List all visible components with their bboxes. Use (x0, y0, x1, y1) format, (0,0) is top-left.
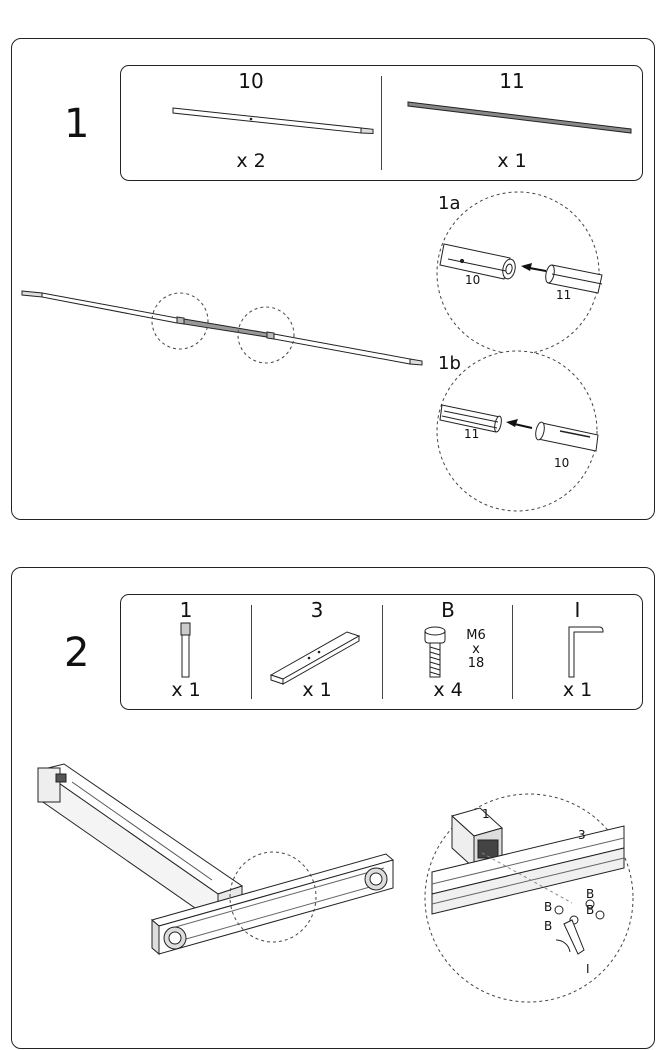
joint-highlight-1a (151, 292, 209, 350)
rod-10-drawing (172, 107, 374, 135)
part-11-qty: x 1 (497, 150, 527, 172)
parts-divider (382, 605, 383, 699)
detail-1a-part-b: 11 (556, 288, 571, 302)
leg-column-assembly (37, 763, 244, 925)
step-2-number: 2 (64, 630, 90, 676)
rod-11-drawing (407, 101, 632, 134)
part-10-cell: 10 x 2 (121, 66, 381, 180)
detail-1a-part-a: 10 (465, 273, 480, 287)
part-i-cell: I x 1 (513, 595, 642, 709)
part-1-qty: x 1 (171, 679, 201, 701)
detail-screw-label-2: B (586, 887, 594, 901)
detail-1b-part-b: 10 (554, 456, 569, 470)
part-i-id: I (574, 598, 581, 622)
detail-screw-label-4: B (544, 919, 552, 933)
assembled-rod (21, 290, 423, 366)
detail-leg-label: 1 (482, 807, 490, 821)
part-b-cell: B M6 x 18 x 4 (383, 595, 513, 709)
screw-spec-size: M6 (466, 628, 486, 643)
screw-spec-x: x (472, 642, 480, 657)
joint-highlight-1b (237, 306, 295, 364)
detail-1b-part-a: 11 (464, 427, 479, 441)
part-3-cell: 3 x 1 (252, 595, 382, 709)
step-1-panel: 1 10 x 2 11 x 1 (11, 38, 655, 520)
detail-foot-label: 3 (578, 828, 586, 842)
part-3-id: 3 (310, 598, 324, 622)
detail-wrench-label: I (586, 962, 590, 976)
step-2-parts-drawings (180, 622, 604, 685)
part-3-qty: x 1 (302, 679, 332, 701)
foot-bar-drawing (269, 631, 361, 685)
joint-highlight (229, 851, 317, 943)
detail-1b-label: 1b (438, 353, 461, 374)
step-2-panel: 2 1 x 1 3 x 1 B M6 x 18 x 4 I x 1 (11, 567, 655, 1049)
step-1-parts-box: 10 x 2 11 x 1 (120, 65, 643, 181)
part-10-qty: x 2 (236, 150, 266, 172)
leg-column-drawing (180, 622, 191, 678)
step-1-number: 1 (64, 101, 90, 147)
allen-wrench-drawing (568, 626, 604, 678)
foot-bar-assembly (150, 853, 395, 956)
detail-1a: 1a 10 11 (436, 191, 603, 355)
screw-spec: M6 x 18 (461, 629, 491, 671)
parts-divider (251, 605, 252, 699)
part-11-id: 11 (499, 69, 525, 93)
screw-spec-length: 18 (467, 656, 485, 671)
detail-screw-label-3: B (586, 903, 594, 917)
part-1-id: 1 (179, 598, 193, 622)
part-i-qty: x 1 (562, 679, 593, 701)
step-1-illustration: 1a 10 11 1b (21, 191, 603, 512)
detail-1a-label: 1a (438, 193, 460, 214)
step-2-detail: 1 3 B B B B I (424, 793, 634, 1003)
step-1-parts-drawings (172, 101, 632, 135)
part-b-id: B (441, 598, 455, 622)
parts-divider (381, 76, 382, 170)
detail-1b: 1b 11 10 (436, 350, 599, 512)
part-11-cell: 11 x 1 (382, 66, 642, 180)
screw-drawing (424, 626, 446, 678)
step-2-parts-box: 1 x 1 3 x 1 B M6 x 18 x 4 I x 1 (120, 594, 643, 710)
detail-screw-label-1: B (544, 900, 552, 914)
parts-divider (512, 605, 513, 699)
part-1-cell: 1 x 1 (121, 595, 251, 709)
part-10-id: 10 (238, 69, 264, 93)
step-2-illustration: 1 3 B B B B I (37, 763, 634, 1003)
part-b-qty: x 4 (433, 679, 463, 701)
